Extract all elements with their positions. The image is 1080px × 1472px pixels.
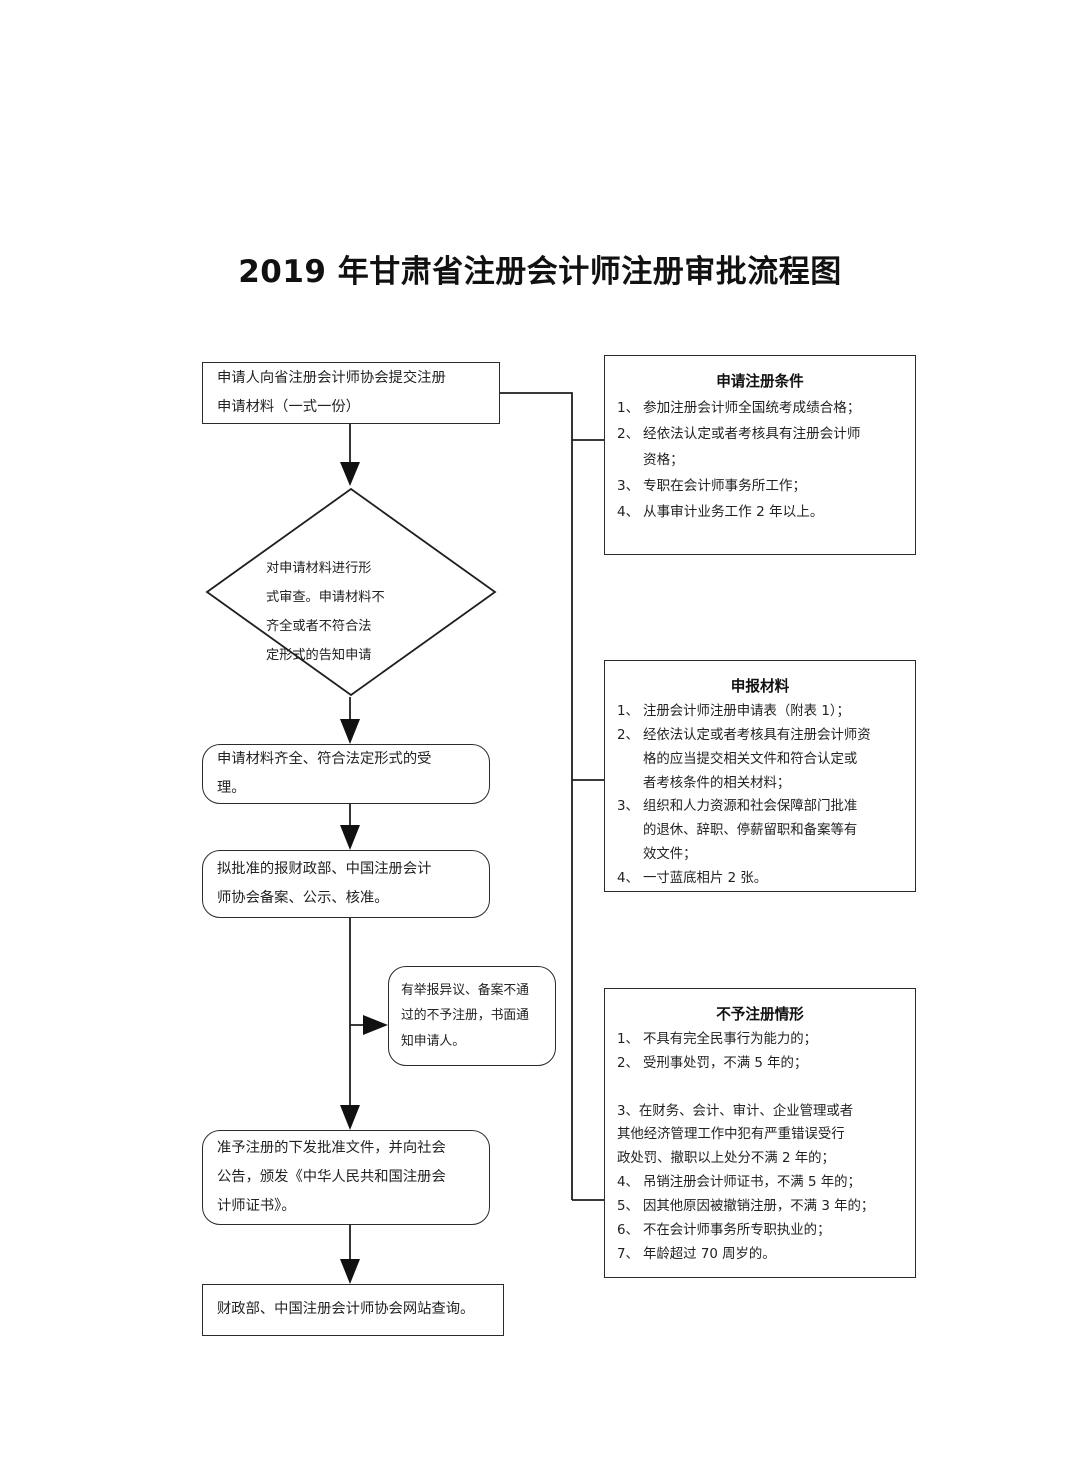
panel-materials-heading: 申报材料 xyxy=(730,678,790,695)
list-item-text: 受刑事处罚，不满 5 年的； xyxy=(643,1055,808,1071)
node-formal-review-decision[interactable]: 对申请材料进行形 式审查。申请材料不 齐全或者不符合法 定形式的告知申请 xyxy=(204,486,498,698)
node-approval-filing-text: 拟批准的报财政部、中国注册会计 师协会备案、公示、核准。 xyxy=(217,860,432,906)
list-item-number: 2、 xyxy=(617,426,640,443)
right-trunk-line xyxy=(500,392,573,1200)
panel-registration-conditions: 申请注册条件 1、 参加注册会计师全国统考成绩合格； 2、 经依法认定或者考核具… xyxy=(604,355,916,555)
list-item: 3、在财务、会计、审计、企业管理或者 其他经济管理工作中犯有严重错误受行 政处罚… xyxy=(617,1076,903,1171)
list-item-number: 3、 xyxy=(617,799,639,815)
node-approval-filing[interactable]: 拟批准的报财政部、中国注册会计 师协会备案、公示、核准。 xyxy=(202,850,490,918)
list-item-number: 6、 xyxy=(617,1222,639,1238)
list-item-text: 3、在财务、会计、审计、企业管理或者 其他经济管理工作中犯有严重错误受行 政处罚… xyxy=(617,1104,853,1167)
list-item-number: 2、 xyxy=(617,1055,639,1071)
list-item-number: 7、 xyxy=(617,1246,639,1262)
panel-refusal-circumstances: 不予注册情形 1、 不具有完全民事行为能力的； 2、 受刑事处罚，不满 5 年的… xyxy=(604,988,916,1278)
list-item-number: 1、 xyxy=(617,1032,639,1047)
list-item: 2、 经依法认定或者考核具有注册会计师资 格的应当提交相关文件和符合认定或 者考… xyxy=(617,724,903,796)
node-accept-complete-materials[interactable]: 申请材料齐全、符合法定形式的受 理。 xyxy=(202,744,490,804)
panel-refusal-heading: 不予注册情形 xyxy=(716,1006,804,1023)
list-item-number: 4、 xyxy=(617,1175,639,1191)
list-item: 1、 注册会计师注册申请表（附表 1）； xyxy=(617,700,903,724)
node-website-query[interactable]: 财政部、中国注册会计师协会网站查询。 xyxy=(202,1284,504,1336)
list-item: 3、 专职在会计师事务所工作； xyxy=(617,473,903,499)
node-grant-certificate-text: 准予注册的下发批准文件，并向社会 公告，颁发《中华人民共和国注册会 计师证书》。 xyxy=(217,1139,446,1215)
panel-submission-materials: 申报材料 1、 注册会计师注册申请表（附表 1）； 2、 经依法认定或者考核具有… xyxy=(604,660,916,892)
list-item: 4、 从事审计业务工作 2 年以上。 xyxy=(617,499,903,525)
panel-materials-list: 1、 注册会计师注册申请表（附表 1）； 2、 经依法认定或者考核具有注册会计师… xyxy=(617,700,903,891)
list-item: 2、 经依法认定或者考核具有注册会计师 资格； xyxy=(617,421,903,473)
node-submit-application[interactable]: 申请人向省注册会计师协会提交注册 申请材料（一式一份） xyxy=(202,362,500,424)
list-item-body: 在财务、会计、审计、企业管理或者 其他经济管理工作中犯有严重错误受行 政处罚、撤… xyxy=(617,1103,854,1167)
list-item: 4、 吊销注册会计师证书，不满 5 年的； xyxy=(617,1171,903,1195)
list-item-text: 不在会计师事务所专职执业的； xyxy=(643,1222,831,1238)
panel-refusal-list: 1、 不具有完全民事行为能力的； 2、 受刑事处罚，不满 5 年的； 3、在财务… xyxy=(617,1028,903,1267)
list-item: 5、 因其他原因被撤销注册，不满 3 年的； xyxy=(617,1195,903,1219)
panel-conditions-heading: 申请注册条件 xyxy=(716,373,804,390)
list-item-text: 不具有完全民事行为能力的； xyxy=(643,1032,818,1047)
list-item: 4、 一寸蓝底相片 2 张。 xyxy=(617,867,903,891)
node-website-query-text: 财政部、中国注册会计师协会网站查询。 xyxy=(217,1301,475,1318)
list-item-number: 1、 xyxy=(617,704,639,719)
list-item-text: 从事审计业务工作 2 年以上。 xyxy=(643,504,824,521)
list-item-text: 因其他原因被撤销注册，不满 3 年的； xyxy=(643,1199,875,1215)
list-item: 6、 不在会计师事务所专职执业的； xyxy=(617,1219,903,1243)
list-item-number: 2、 xyxy=(617,727,639,743)
list-item: 2、 受刑事处罚，不满 5 年的； xyxy=(617,1052,903,1076)
list-item-text: 注册会计师注册申请表（附表 1）； xyxy=(643,704,850,719)
list-item-number: 1、 xyxy=(617,400,640,416)
list-item: 1、 参加注册会计师全国统考成绩合格； xyxy=(617,395,903,421)
list-item-text: 组织和人力资源和社会保障部门批准 的退休、辞职、停薪留职和备案等有 效文件； xyxy=(643,799,858,863)
list-item-number: 4、 xyxy=(617,504,640,521)
list-item-text: 经依法认定或者考核具有注册会计师资 格的应当提交相关文件和符合认定或 者考核条件… xyxy=(643,727,871,791)
node-reject-notice[interactable]: 有举报异议、备案不通 过的不予注册，书面通 知申请人。 xyxy=(388,966,556,1066)
list-item-text: 经依法认定或者考核具有注册会计师 资格； xyxy=(643,426,861,469)
list-item-number: 4、 xyxy=(617,871,639,887)
list-item: 1、 不具有完全民事行为能力的； xyxy=(617,1028,903,1052)
list-item-text: 年龄超过 70 周岁的。 xyxy=(643,1246,776,1262)
node-accept-complete-materials-text: 申请材料齐全、符合法定形式的受 理。 xyxy=(217,750,432,796)
list-item-text: 一寸蓝底相片 2 张。 xyxy=(643,871,768,887)
list-item: 7、 年龄超过 70 周岁的。 xyxy=(617,1243,903,1267)
node-reject-notice-text: 有举报异议、备案不通 过的不予注册，书面通 知申请人。 xyxy=(401,982,529,1049)
list-item-number: 3、 xyxy=(617,478,640,495)
list-item-text: 专职在会计师事务所工作； xyxy=(643,478,807,495)
node-grant-certificate[interactable]: 准予注册的下发批准文件，并向社会 公告，颁发《中华人民共和国注册会 计师证书》。 xyxy=(202,1130,490,1225)
list-item-text: 参加注册会计师全国统考成绩合格； xyxy=(643,400,861,416)
page-title: 2019 年甘肃省注册会计师注册审批流程图 xyxy=(238,254,842,290)
panel-conditions-list: 1、 参加注册会计师全国统考成绩合格； 2、 经依法认定或者考核具有注册会计师 … xyxy=(617,395,903,525)
list-item-text: 吊销注册会计师证书，不满 5 年的； xyxy=(643,1175,861,1191)
list-item: 3、 组织和人力资源和社会保障部门批准 的退休、辞职、停薪留职和备案等有 效文件… xyxy=(617,795,903,867)
list-item-number: 5、 xyxy=(617,1199,639,1215)
list-item-number: 3、 xyxy=(617,1103,639,1119)
node-submit-application-text: 申请人向省注册会计师协会提交注册 申请材料（一式一份） xyxy=(217,369,446,415)
diamond-shape xyxy=(205,487,497,697)
